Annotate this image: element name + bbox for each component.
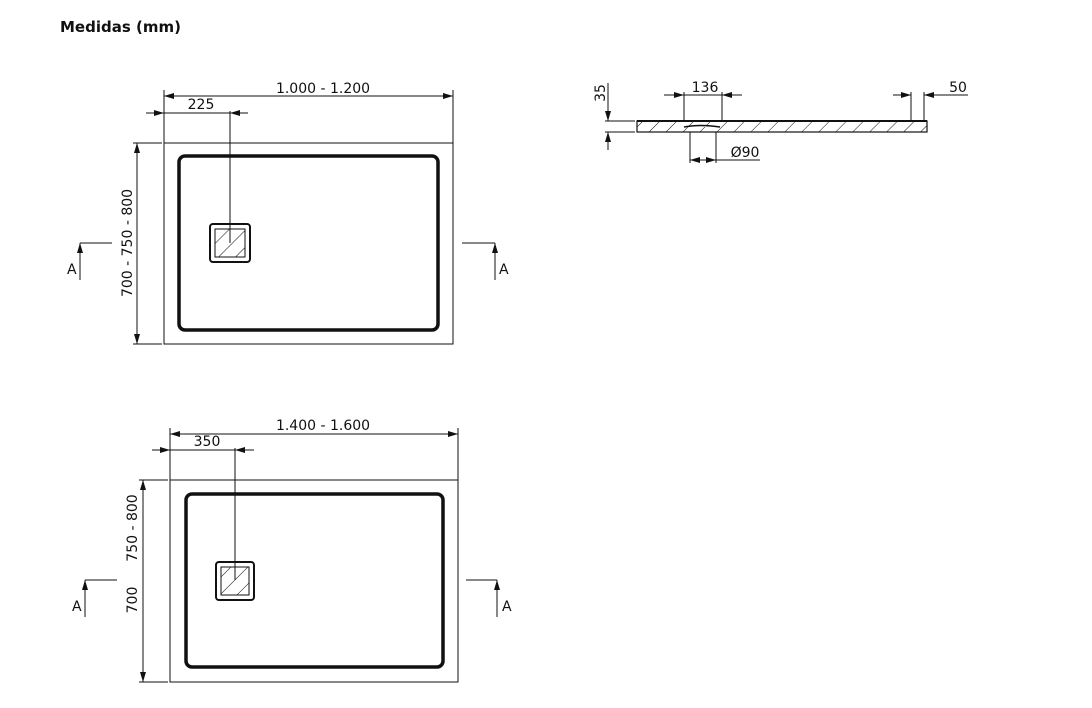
edge-label: 50 [949,80,967,96]
depth-label: 700 - 750 - 800 [120,189,136,297]
section-marker-left: A [67,242,112,280]
depth-label-b: 750 - 800 [125,494,141,561]
tray-outline [163,142,454,345]
section-label: A [72,599,82,615]
drain-width-label: 136 [692,80,719,96]
section-marker-right: A [462,242,509,280]
plan-small: 1.000 - 1.200 225 700 - 750 - 800 A A [67,81,509,345]
depth-label-a: 700 [125,587,141,614]
tray-basin [184,492,445,669]
page-title: Medidas (mm) [60,18,181,36]
section-label: A [67,262,77,278]
width-label: 1.000 - 1.200 [276,81,370,97]
plan-large: 1.400 - 1.600 350 700 750 - 800 A A [72,418,512,683]
tray-basin [177,154,440,332]
tray-section [636,120,928,133]
tray-outline [169,479,459,683]
section-marker-left: A [72,579,117,617]
section-view: 35 136 50 Ø90 [593,80,968,163]
section-marker-right: A [466,579,512,617]
drain-offset-label: 350 [194,434,221,450]
section-label: A [502,599,512,615]
section-label: A [499,262,509,278]
drain-offset-label: 225 [188,97,215,113]
width-label: 1.400 - 1.600 [276,418,370,434]
drain-diameter-label: Ø90 [731,145,760,161]
height-label: 35 [593,84,609,102]
